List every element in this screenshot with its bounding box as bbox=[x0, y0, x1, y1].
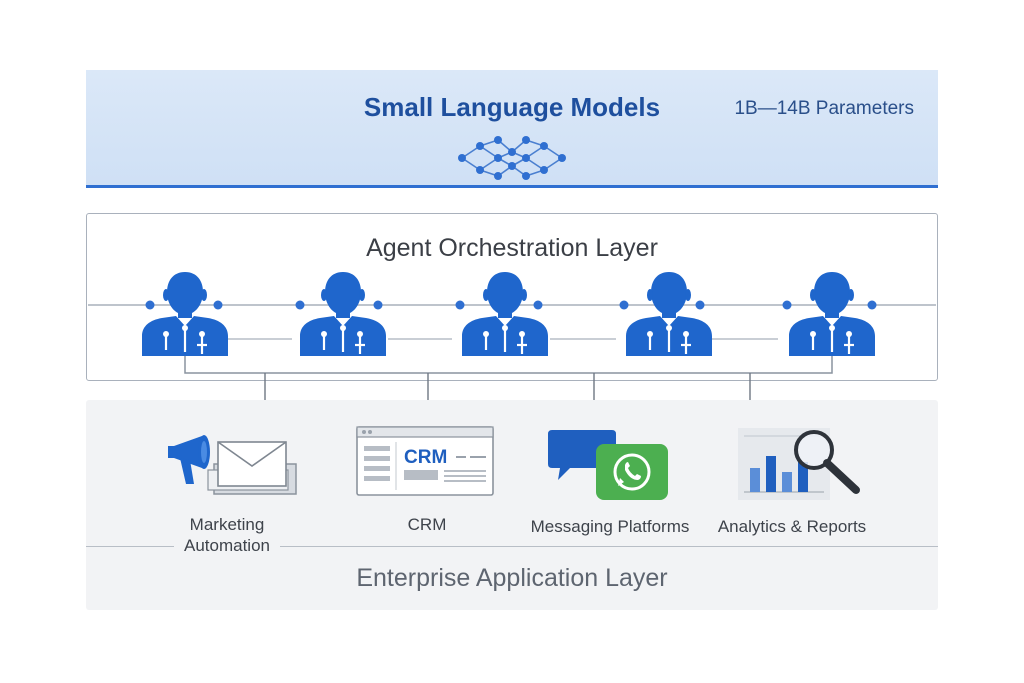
app-label-crm: CRM bbox=[388, 514, 466, 535]
slm-params: 1B—14B Parameters bbox=[734, 98, 914, 119]
enterprise-title: Enterprise Application Layer bbox=[356, 564, 668, 592]
connector-dot bbox=[619, 300, 629, 310]
connector-dot bbox=[533, 300, 543, 310]
connector-dot bbox=[695, 300, 705, 310]
enterprise-divider bbox=[86, 546, 938, 547]
app-label-messaging: Messaging Platforms bbox=[524, 516, 696, 537]
connector-dot bbox=[295, 300, 305, 310]
megaphone-email-icon bbox=[168, 435, 297, 495]
crm-window-icon: CRM bbox=[356, 426, 494, 496]
connector-dot bbox=[145, 300, 155, 310]
agent-person-icon bbox=[460, 270, 550, 356]
connector-dot bbox=[373, 300, 383, 310]
agent-person-icon bbox=[140, 270, 230, 356]
slm-title: Small Language Models bbox=[363, 92, 661, 122]
connector-dot bbox=[782, 300, 792, 310]
agent-person-icon bbox=[787, 270, 877, 356]
chart-magnifier-icon bbox=[738, 428, 860, 500]
connector-dot bbox=[867, 300, 877, 310]
app-label-line: Marketing bbox=[189, 515, 265, 534]
connector-dot bbox=[213, 300, 223, 310]
orchestration-title: Agent Orchestration Layer bbox=[366, 234, 658, 262]
collector-bracket bbox=[184, 356, 833, 374]
agent-person-icon bbox=[298, 270, 388, 356]
chat-whatsapp-icon bbox=[548, 430, 668, 500]
slm-layer: Small Language Models 1B—14B Parameters bbox=[86, 70, 938, 188]
app-label-analytics: Analytics & Reports bbox=[710, 516, 874, 537]
connector-dot bbox=[455, 300, 465, 310]
crm-icon-text: CRM bbox=[404, 447, 447, 468]
app-label-marketing: Marketing Automation bbox=[174, 514, 280, 556]
app-label-line: Automation bbox=[184, 536, 270, 555]
agent-person-icon bbox=[624, 270, 714, 356]
enterprise-layer: Enterprise Application Layer Marketing A… bbox=[86, 400, 938, 610]
neural-network-icon bbox=[458, 136, 566, 180]
